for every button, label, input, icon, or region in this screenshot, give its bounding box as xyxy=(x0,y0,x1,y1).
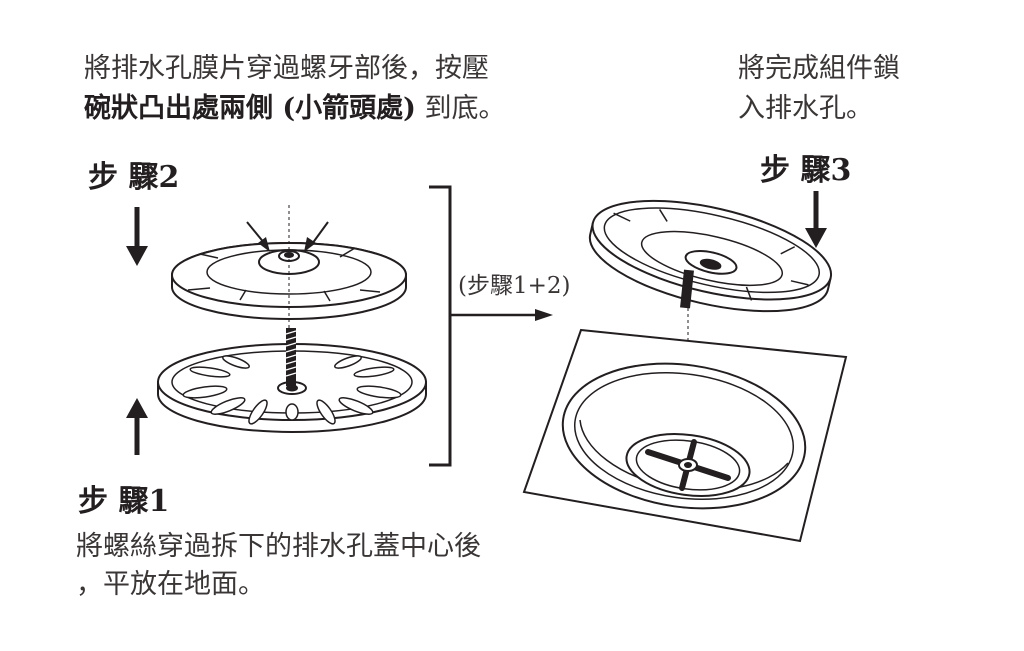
screw-icon xyxy=(285,328,297,386)
press-arrow-left-icon xyxy=(246,221,270,252)
step2-description-emphasis: 碗狀凸出處兩側 (小箭頭處) xyxy=(84,93,416,124)
step2-label: 步 驟2 xyxy=(88,160,180,195)
step1-description-line1: 將螺絲穿過拆下的排水孔蓋中心後 xyxy=(76,531,481,562)
press-arrow-right-icon xyxy=(304,221,329,252)
combine-bracket xyxy=(429,185,452,467)
combined-steps-label: (步驟1+2) xyxy=(458,273,571,299)
assembled-screw-icon xyxy=(680,269,694,309)
step3-label: 步 驟3 xyxy=(760,153,852,188)
step3-description-line1: 將完成組件鎖 xyxy=(738,53,900,84)
assembled-membrane xyxy=(588,199,833,313)
step3-down-arrow-icon xyxy=(805,191,827,248)
step2-description-line1: 將排水孔膜片穿過螺牙部後，按壓 xyxy=(84,53,489,84)
step2-description-line2: 碗狀凸出處兩側 (小箭頭處) 到底。 xyxy=(84,90,506,127)
step3-description-line2: 入排水孔。 xyxy=(738,93,873,124)
floor-drain xyxy=(522,328,848,543)
step2-down-arrow-icon xyxy=(126,207,148,266)
combine-arrow-icon xyxy=(450,309,553,321)
step2-description-tail: 到底。 xyxy=(415,93,506,124)
step1-label: 步 驟1 xyxy=(78,484,170,519)
step1-description-line2: ，平放在地面。 xyxy=(76,569,265,600)
step1-up-arrow-icon xyxy=(126,398,148,455)
